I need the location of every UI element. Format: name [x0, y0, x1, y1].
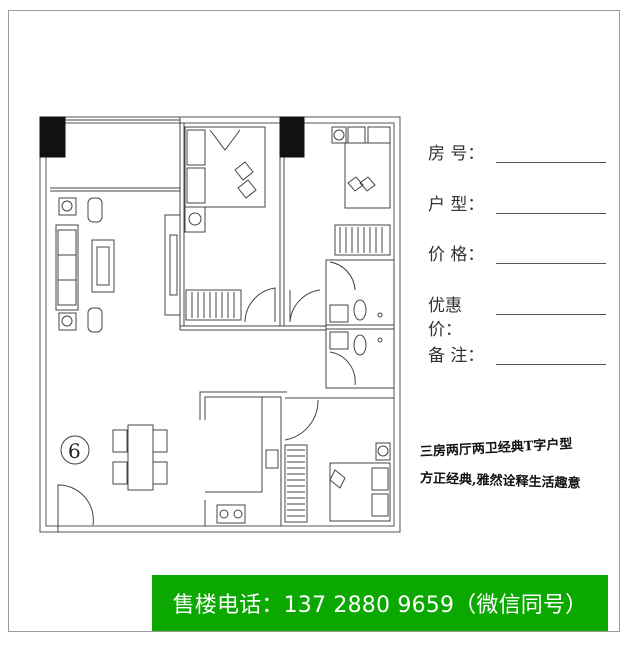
sales-phone-text: 售楼电话：137 2880 9659（微信同号） — [172, 593, 588, 618]
unit-number-circle — [60, 435, 90, 465]
coffee-table — [91, 239, 115, 293]
form-label-price: 价 格： — [428, 245, 485, 265]
form-row-unit-type: 户 型： — [428, 193, 618, 244]
bed-3 — [329, 462, 391, 522]
floor-plan: 6 — [39, 116, 401, 533]
field-price[interactable] — [496, 263, 606, 264]
page-frame — [8, 10, 620, 632]
column-mid — [279, 116, 305, 158]
form-row-room-number: 房 号： — [428, 142, 618, 193]
form-row-remarks: 备 注： — [428, 344, 618, 395]
form-label-discount-price: 优惠价： — [428, 295, 462, 340]
sink — [265, 449, 279, 469]
sofa — [55, 224, 79, 311]
info-form: 房 号： 户 型： 价 格： 优惠价： 备 注： — [428, 142, 618, 395]
form-label-unit-type: 户 型： — [428, 194, 485, 215]
bed-1 — [184, 126, 266, 208]
bed-2 — [344, 142, 391, 209]
sales-phone-banner: 售楼电话：137 2880 9659（微信同号） — [152, 575, 608, 631]
form-label-remarks: 备 注： — [428, 346, 485, 366]
form-label-room-number: 房 号： — [428, 144, 485, 164]
tv-cabinet — [164, 214, 181, 316]
field-discount-price[interactable] — [496, 313, 606, 315]
radiator-2 — [334, 224, 391, 256]
form-row-price: 价 格： — [428, 243, 618, 294]
field-room-number[interactable] — [496, 162, 606, 163]
slogan: 三房两厅两卫经典T字户型 方正经典,雅然诠释生活趣意 — [420, 437, 630, 492]
radiator-1 — [185, 289, 242, 321]
stove — [216, 504, 246, 524]
form-row-discount-price: 优惠价： — [428, 294, 618, 345]
dining-table — [127, 424, 154, 491]
unit-number: 6 — [68, 439, 81, 463]
radiator-3 — [284, 444, 308, 523]
column-left — [39, 116, 66, 158]
field-unit-type[interactable] — [496, 212, 606, 214]
field-remarks[interactable] — [496, 364, 606, 365]
